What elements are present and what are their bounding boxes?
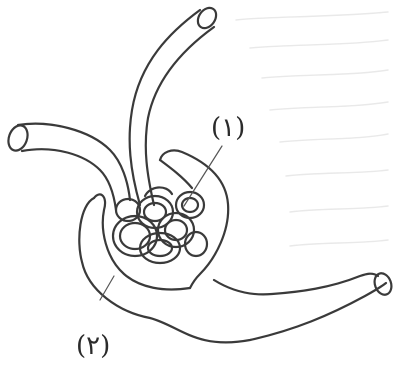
label-2: (٢) <box>76 331 110 361</box>
label-1: (١) <box>211 113 245 143</box>
efferent-arteriole <box>5 123 130 210</box>
background-bleed-through <box>236 12 388 246</box>
glomerulus <box>113 187 207 263</box>
afferent-arteriole <box>130 4 220 205</box>
